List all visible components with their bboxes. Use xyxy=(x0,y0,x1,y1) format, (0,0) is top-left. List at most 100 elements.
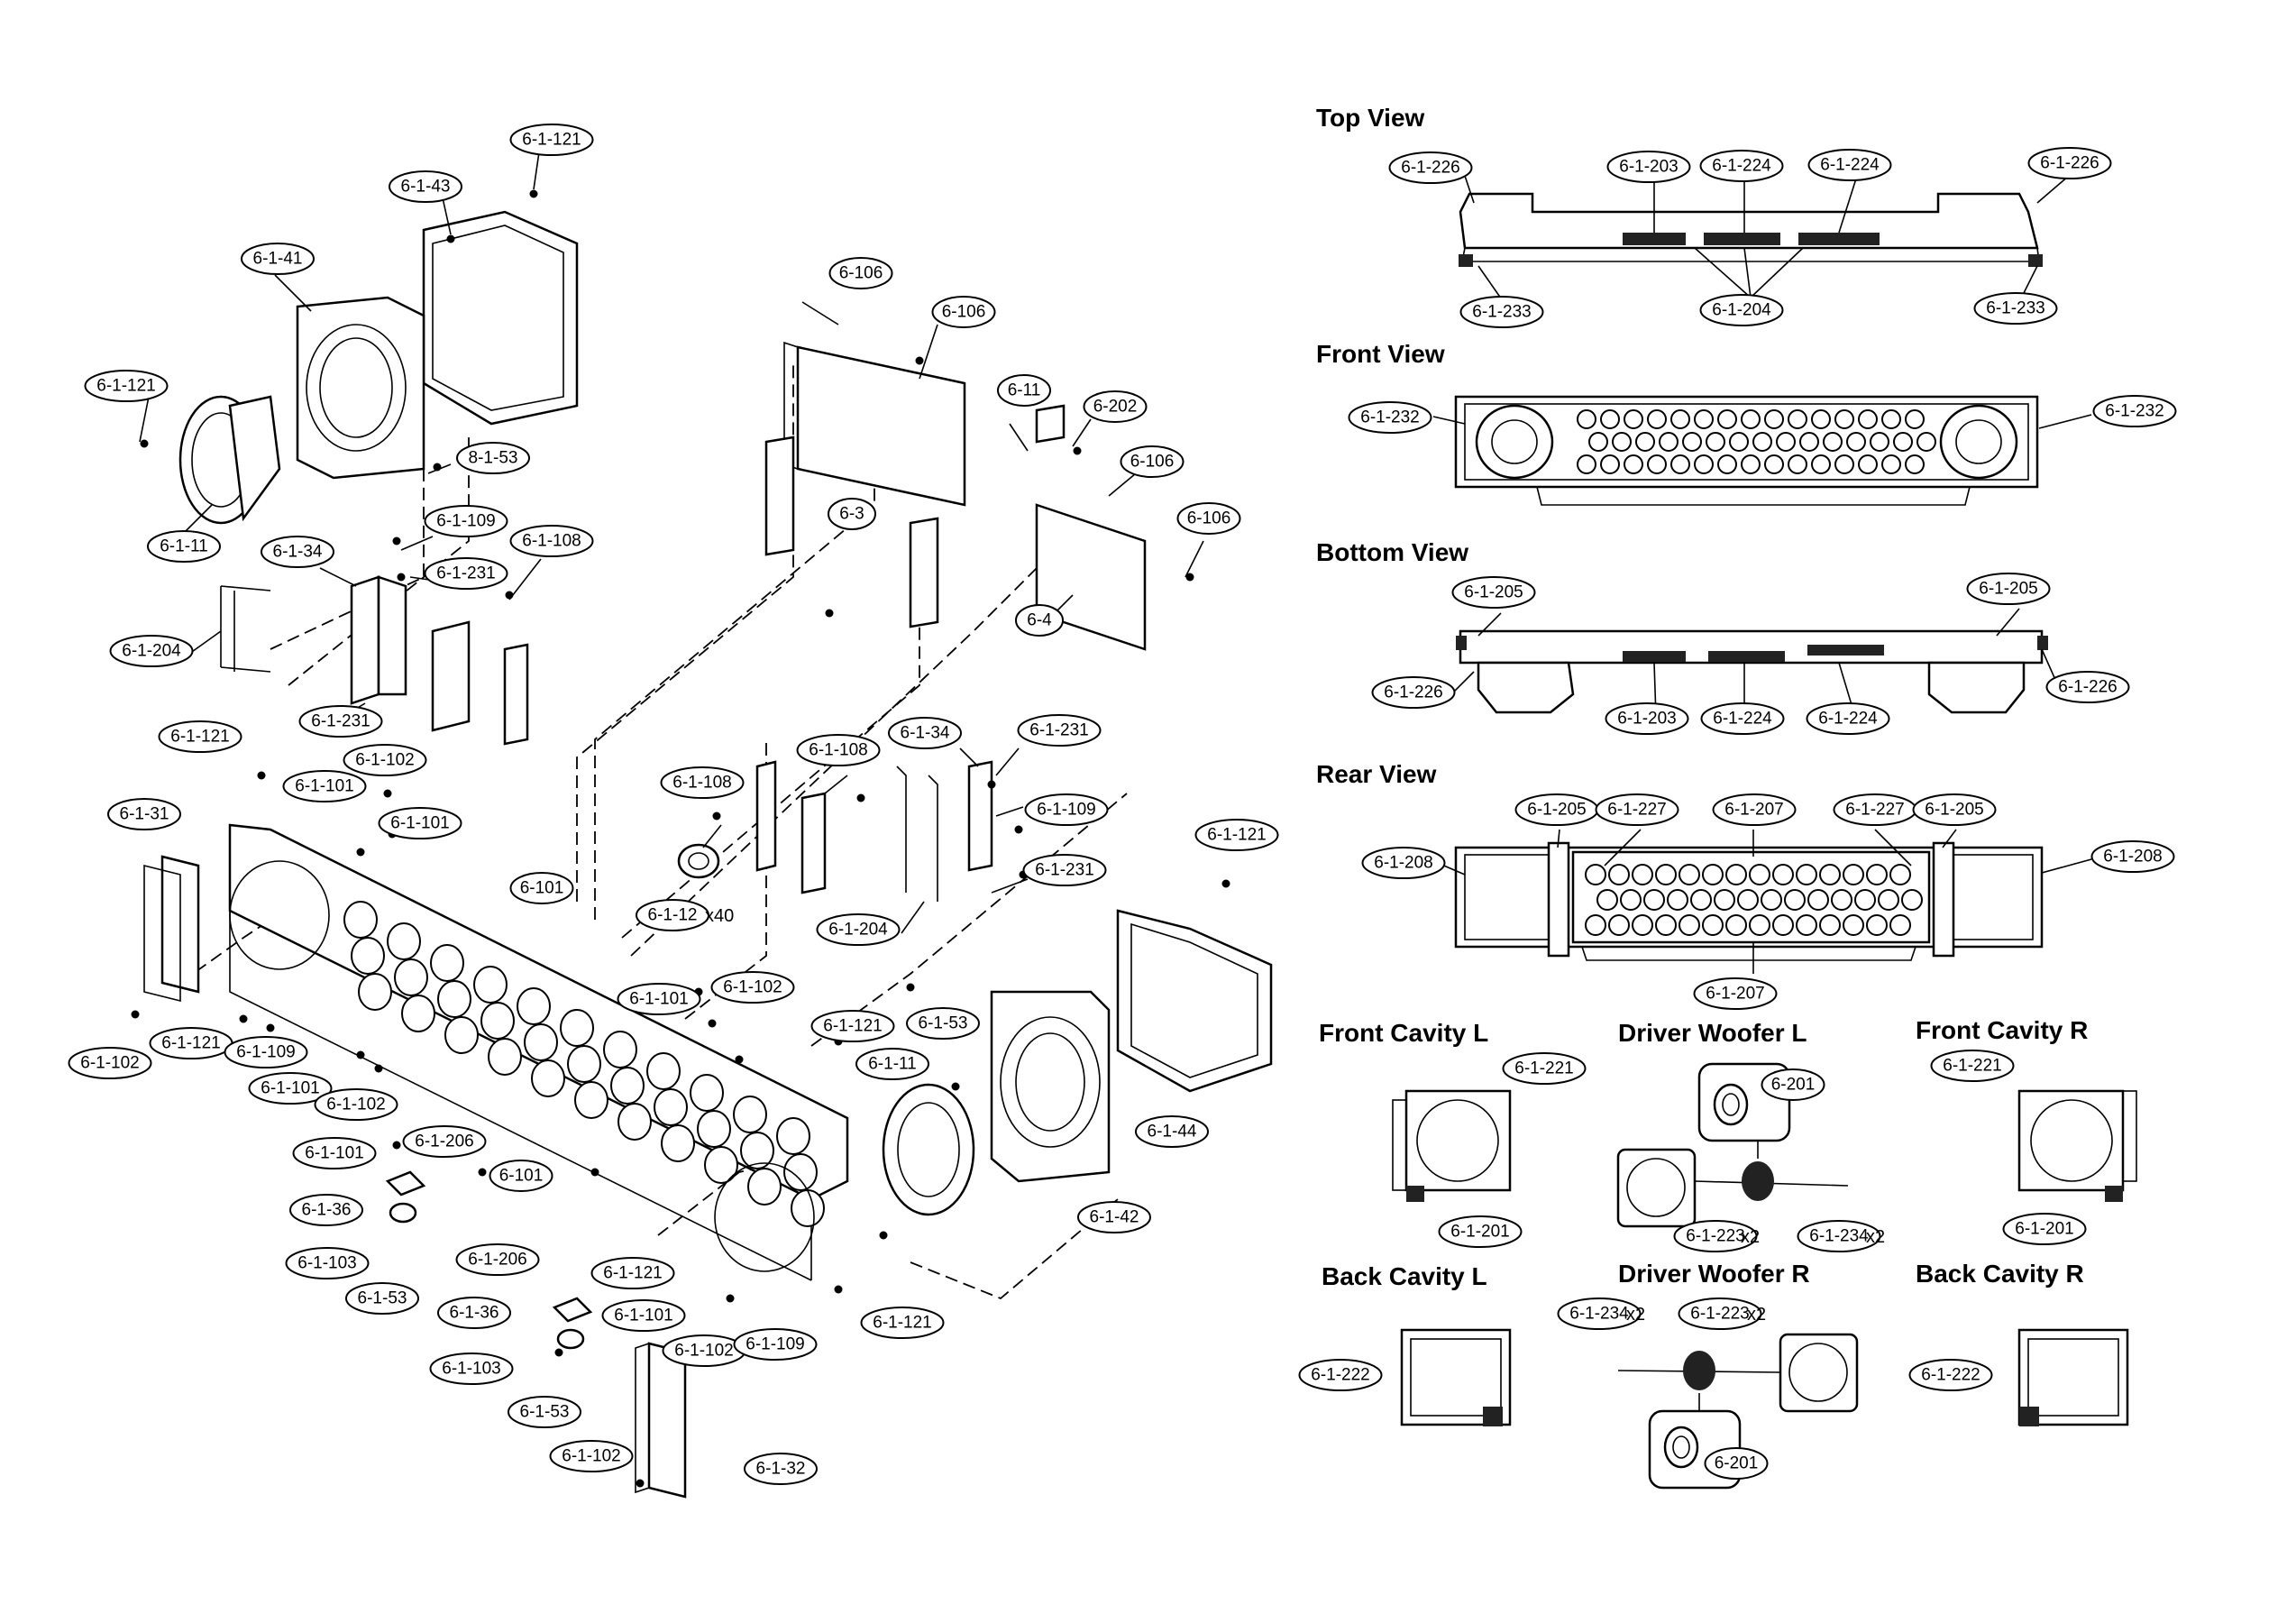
svg-text:6-1-205: 6-1-205 xyxy=(1979,580,2038,599)
callout-s2: 6-1-201 xyxy=(1438,1215,1523,1248)
svg-text:6-1-41: 6-1-41 xyxy=(253,250,303,269)
svg-text:6-1-222: 6-1-222 xyxy=(1311,1366,1370,1385)
callout-c53: 6-1-42 xyxy=(1077,1201,1151,1233)
callout-b2: 6-1-205 xyxy=(1966,573,2051,605)
svg-text:6-11: 6-11 xyxy=(1008,381,1041,400)
svg-text:6-1-101: 6-1-101 xyxy=(261,1079,320,1098)
front-view: Front View xyxy=(1316,340,2039,506)
svg-text:6-1-234: 6-1-234 xyxy=(1569,1305,1629,1324)
svg-text:6-1-121: 6-1-121 xyxy=(873,1314,932,1333)
callout-f2: 6-1-232 xyxy=(2092,395,2177,427)
suffix-x3: x2 xyxy=(1866,1227,1885,1247)
callout-c52: 6-1-44 xyxy=(1135,1115,1209,1148)
svg-text:6-1-109: 6-1-109 xyxy=(1037,801,1096,820)
callout-f1: 6-1-232 xyxy=(1348,401,1432,434)
svg-text:6-1-231: 6-1-231 xyxy=(311,712,370,731)
svg-text:6-1-121: 6-1-121 xyxy=(161,1034,221,1053)
svg-text:6-1-221: 6-1-221 xyxy=(1943,1057,2002,1076)
rear-view-title: Rear View xyxy=(1316,760,1437,788)
svg-text:6-1-11: 6-1-11 xyxy=(160,537,208,556)
driver-woofer-r: Driver Woofer R xyxy=(1617,1260,1859,1490)
svg-text:6-1-207: 6-1-207 xyxy=(1724,801,1784,820)
callout-c61: 6-1-53 xyxy=(508,1396,581,1428)
svg-text:6-1-224: 6-1-224 xyxy=(1818,710,1878,729)
callout-c48: 6-1-121 xyxy=(810,1010,895,1042)
view-callout-labels: 6-1-226 6-1-203 6-1-224 6-1-224 6-1-226 6-1-2… xyxy=(1298,147,2177,1480)
svg-text:6-1-109: 6-1-109 xyxy=(746,1335,805,1354)
callout-c4: 6-1-121 xyxy=(84,370,169,402)
svg-text:6-1-234: 6-1-234 xyxy=(1809,1227,1869,1246)
svg-text:6-106: 6-106 xyxy=(839,264,883,283)
front-cavity-r: Front Cavity R xyxy=(1916,1016,2137,1202)
callout-c5: 8-1-53 xyxy=(456,442,530,474)
svg-text:6-1-205: 6-1-205 xyxy=(1464,583,1523,602)
svg-text:6-1-233: 6-1-233 xyxy=(1472,303,1532,322)
callout-s5: 6-1-234 xyxy=(1797,1220,1881,1252)
callout-c13: 6-1-121 xyxy=(158,720,242,753)
svg-text:6-1-221: 6-1-221 xyxy=(1514,1059,1574,1078)
svg-text:6-1-103: 6-1-103 xyxy=(297,1254,357,1273)
callout-r4: 6-1-227 xyxy=(1833,793,1917,826)
svg-text:6-202: 6-202 xyxy=(1093,398,1138,417)
callout-c35: 6-3 xyxy=(828,498,876,530)
svg-text:6-1-203: 6-1-203 xyxy=(1617,710,1677,729)
svg-text:6-1-103: 6-1-103 xyxy=(442,1360,501,1379)
callout-c57: 6-1-101 xyxy=(601,1299,686,1332)
callout-c47: 6-1-102 xyxy=(710,971,795,1004)
svg-text:6-1-226: 6-1-226 xyxy=(1401,159,1460,178)
svg-text:6-1-224: 6-1-224 xyxy=(1712,157,1771,176)
callout-s1: 6-1-221 xyxy=(1502,1052,1587,1085)
svg-text:6-1-44: 6-1-44 xyxy=(1148,1123,1197,1142)
svg-text:6-1-231: 6-1-231 xyxy=(436,564,496,583)
svg-text:6-1-11: 6-1-11 xyxy=(868,1055,917,1074)
callout-c22: 6-1-101 xyxy=(248,1072,333,1105)
svg-text:6-1-208: 6-1-208 xyxy=(2103,848,2163,867)
callout-c26: 6-101 xyxy=(489,1160,553,1192)
callout-c46: 6-1-101 xyxy=(617,983,701,1015)
callout-c54: 6-1-206 xyxy=(455,1243,540,1276)
callout-t1: 6-1-226 xyxy=(1388,151,1473,184)
callout-r7: 6-1-208 xyxy=(2090,840,2175,873)
callout-s12: 6-1-222 xyxy=(1908,1359,1993,1391)
svg-text:8-1-53: 8-1-53 xyxy=(469,449,518,468)
callout-s3: 6-201 xyxy=(1761,1068,1825,1101)
screws xyxy=(131,189,1230,1488)
callout-c31: 6-106 xyxy=(931,296,996,328)
callout-c55: 6-1-121 xyxy=(590,1257,675,1289)
callout-s10: 6-1-223 xyxy=(1678,1297,1762,1330)
callout-c2: 6-1-43 xyxy=(389,170,462,203)
callout-c12: 6-1-231 xyxy=(298,705,383,738)
svg-text:6-3: 6-3 xyxy=(839,505,864,524)
svg-text:6-1-208: 6-1-208 xyxy=(1374,854,1433,873)
svg-text:6-1-34: 6-1-34 xyxy=(901,724,950,743)
callout-b6: 6-1-224 xyxy=(1806,702,1890,735)
callout-c18: 6-101 xyxy=(509,872,574,904)
callout-c19: 6-1-102 xyxy=(68,1047,152,1079)
svg-text:6-101: 6-101 xyxy=(499,1167,544,1186)
callout-c6: 6-1-11 xyxy=(147,530,221,563)
svg-text:6-1-231: 6-1-231 xyxy=(1029,721,1089,740)
rear-driver-grid xyxy=(1585,864,1923,936)
svg-text:6-201: 6-201 xyxy=(1715,1454,1759,1473)
top-view: Top View xyxy=(1316,104,2043,267)
svg-text:6-1-101: 6-1-101 xyxy=(614,1307,673,1325)
callout-t8: 6-1-233 xyxy=(1973,292,2058,325)
front-view-title: Front View xyxy=(1316,340,1445,368)
callout-c33: 6-202 xyxy=(1083,390,1148,423)
suffix-x4: x2 xyxy=(1626,1305,1645,1325)
callout-c3: 6-1-41 xyxy=(241,243,315,275)
callout-c9: 6-1-231 xyxy=(424,557,508,590)
svg-text:6-1-108: 6-1-108 xyxy=(672,774,732,793)
svg-text:6-1-36: 6-1-36 xyxy=(302,1201,352,1220)
callout-c20: 6-1-121 xyxy=(149,1027,233,1059)
svg-text:6-1-226: 6-1-226 xyxy=(1384,683,1443,702)
callout-c63: 6-1-102 xyxy=(549,1440,634,1472)
svg-text:6-1-109: 6-1-109 xyxy=(236,1043,296,1062)
callout-c42: 6-1-109 xyxy=(1024,793,1109,826)
callout-r2: 6-1-227 xyxy=(1595,793,1679,826)
callout-c51: 6-1-121 xyxy=(1194,819,1279,851)
callout-s9: 6-1-234 xyxy=(1557,1297,1642,1330)
svg-text:6-1-227: 6-1-227 xyxy=(1845,801,1905,820)
callout-b3: 6-1-226 xyxy=(1371,676,1456,709)
